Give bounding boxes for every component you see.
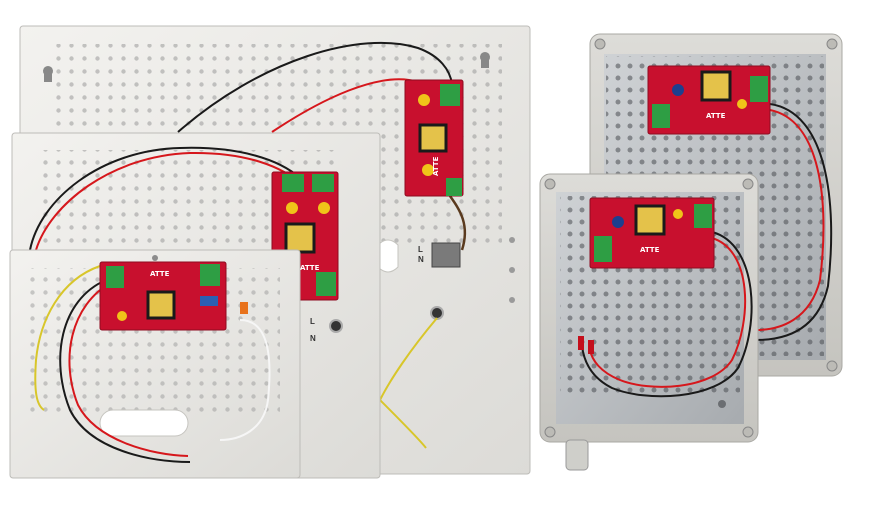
psu-board-large-plastic: ATTE — [647, 65, 771, 135]
corner-screw — [742, 178, 754, 190]
terminal-block — [282, 174, 304, 192]
black-wire — [29, 146, 301, 251]
transformer — [418, 123, 448, 153]
terminal-label-live: L — [418, 245, 423, 254]
brand-label: ATTE — [706, 112, 726, 120]
red-wire — [589, 237, 747, 388]
psu-board-small-plastic: ATTE — [589, 197, 715, 269]
mains-terminal-block — [431, 242, 461, 268]
mounting-hole — [718, 400, 726, 408]
corner-screw — [826, 360, 838, 372]
ferrule — [578, 336, 584, 350]
capacitor — [422, 164, 434, 176]
fuse-holder — [240, 302, 248, 314]
black-wire — [59, 279, 191, 463]
corner-screw — [742, 426, 754, 438]
cable-slot — [99, 409, 189, 437]
side-screw — [509, 237, 515, 243]
corner-screw — [544, 426, 556, 438]
capacitor — [612, 216, 624, 228]
mounting-hole — [152, 255, 158, 261]
capacitor — [286, 202, 298, 214]
corner-screw — [594, 38, 606, 50]
terminal-label-live: L — [310, 317, 315, 326]
terminal-block — [694, 204, 712, 228]
keyhole-slot — [480, 51, 490, 68]
black-wire — [177, 41, 453, 133]
corner-screw — [544, 178, 556, 190]
capacitor — [318, 202, 330, 214]
transformer — [634, 204, 666, 236]
brand-label: ATTE — [432, 156, 440, 176]
terminal-block — [312, 174, 334, 192]
cable-gland — [565, 439, 589, 471]
corner-screw — [826, 38, 838, 50]
terminal-block — [106, 266, 124, 288]
terminal-block — [652, 104, 670, 128]
capacitor — [117, 311, 127, 321]
side-screw — [509, 297, 515, 303]
black-wire — [755, 103, 833, 341]
psu-board-large: ATTE — [404, 79, 464, 197]
terminal-block — [440, 84, 460, 106]
terminal-block — [200, 264, 220, 286]
terminal-block — [446, 178, 462, 196]
cable-grommet — [430, 306, 444, 320]
capacitor-film — [200, 296, 218, 306]
red-wire — [35, 151, 305, 251]
terminal-block — [594, 236, 612, 262]
small-metal-enclosure — [9, 249, 301, 479]
red-wire — [755, 109, 825, 331]
capacitor — [673, 209, 683, 219]
transformer — [284, 222, 316, 254]
ferrule — [588, 340, 594, 354]
keyhole-slot — [43, 66, 54, 82]
terminal-block — [750, 76, 768, 102]
brand-label: ATTE — [640, 246, 660, 254]
brand-label: ATTE — [300, 264, 320, 272]
psu-board-small: ATTE — [99, 261, 227, 331]
yellow-green-wire — [34, 265, 101, 411]
red-wire — [68, 281, 189, 457]
black-wire — [581, 231, 753, 398]
capacitor — [418, 94, 430, 106]
capacitor — [672, 84, 684, 96]
cable-grommet — [329, 319, 343, 333]
terminal-block — [316, 272, 336, 296]
capacitor — [737, 99, 747, 109]
terminal-label-neutral: N — [418, 255, 424, 264]
transformer — [700, 70, 732, 102]
side-screw — [509, 267, 515, 273]
terminal-label-neutral: N — [310, 334, 316, 343]
brown-wire — [448, 195, 467, 251]
brand-label: ATTE — [150, 270, 170, 278]
white-wire — [219, 319, 271, 441]
transformer — [146, 290, 176, 320]
cable-entry-slot — [377, 239, 399, 273]
